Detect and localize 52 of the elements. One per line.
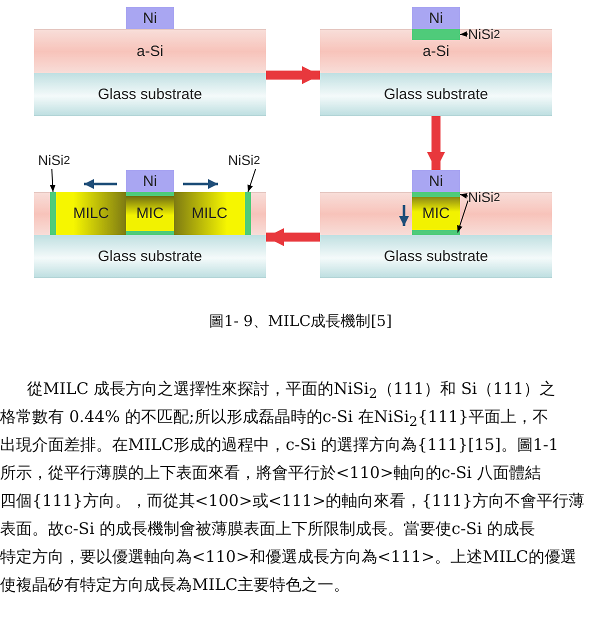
nickel-layer <box>412 7 460 29</box>
glass-substrate <box>320 73 552 116</box>
process-arrow <box>266 66 320 84</box>
nickel-layer <box>126 170 174 192</box>
silicide-layer <box>50 192 56 235</box>
amorphous-silicon-layer <box>34 192 266 235</box>
mic-region <box>412 197 460 230</box>
layer-label: MIC <box>422 206 450 221</box>
glass-substrate <box>320 235 552 278</box>
paragraph-line: 格常數有 0.44% 的不匹配;所以形成磊晶時的c-Si 在NiSi$_{2}${111}平面上，不 <box>0 409 549 430</box>
leader-line <box>50 168 56 192</box>
layer-label: Glass substrate <box>98 86 202 102</box>
silicide-layer <box>412 230 460 235</box>
milc-region <box>56 192 126 235</box>
amorphous-silicon-layer <box>320 192 552 235</box>
glass-substrate <box>34 73 266 116</box>
leader-line <box>457 200 468 233</box>
amorphous-silicon-layer <box>34 29 266 73</box>
figure-caption: 圖1- 9、MILC成長機制[5] <box>208 314 393 329</box>
silicide-layer <box>412 29 460 40</box>
layer-label: Ni <box>142 174 158 188</box>
paragraph-line: 出現介面差排。在MILC形成的過程中，c-Si 的選擇方向為{111}[15]。圖1-1 <box>0 437 559 453</box>
paragraph-line: 特定方向，要以優選軸向為<110>和優選成長方向為<111>。上述MILC的優選 <box>0 549 576 565</box>
nickel-layer <box>126 7 174 29</box>
layer-label: Glass substrate <box>98 248 202 264</box>
paragraph-line: 從MILC 成長方向之選擇性來探討，平面的NiSi$_{2}$（111）和 Si（111）之 <box>27 381 556 402</box>
layer-label: Ni <box>142 10 158 26</box>
layer-label: MILC <box>73 206 109 221</box>
layer-label: Glass substrate <box>384 86 488 102</box>
nickel-layer <box>412 170 460 192</box>
layer-label: Ni <box>428 174 444 188</box>
layer-label: a-Si <box>136 44 164 59</box>
amorphous-silicon-layer <box>320 29 552 73</box>
leader-line <box>460 193 468 199</box>
paragraph-line: 所示，從平行薄膜的上下表面來看，將會平行於<110>軸向的c-Si 八面體結 <box>0 465 541 481</box>
layer-label: MILC <box>192 206 228 221</box>
silicide-layer <box>412 192 460 197</box>
paragraph-line: 四個{111}方向。，而從其<100>或<111>的軸向來看，{111}方向不會平行薄 <box>0 493 584 509</box>
process-arrow <box>266 228 320 246</box>
paragraph-line: 表面。故c-Si 的成長機制會被薄膜表面上下所限制成長。當要使c-Si 的成長 <box>0 521 536 537</box>
mic-region <box>126 192 174 235</box>
glass-substrate <box>34 235 266 278</box>
layer-label: MIC <box>136 206 164 221</box>
layer-label: Glass substrate <box>384 248 488 264</box>
leader-line <box>248 168 256 192</box>
silicide-layer <box>245 192 251 235</box>
leader-line <box>460 31 468 37</box>
process-arrow <box>427 116 445 170</box>
paragraph-line: 使複晶矽有特定方向成長為MILC主要特色之一。 <box>0 577 350 593</box>
layer-label: Ni <box>428 10 444 26</box>
layer-label: a-Si <box>422 44 450 59</box>
milc-region <box>174 192 245 235</box>
